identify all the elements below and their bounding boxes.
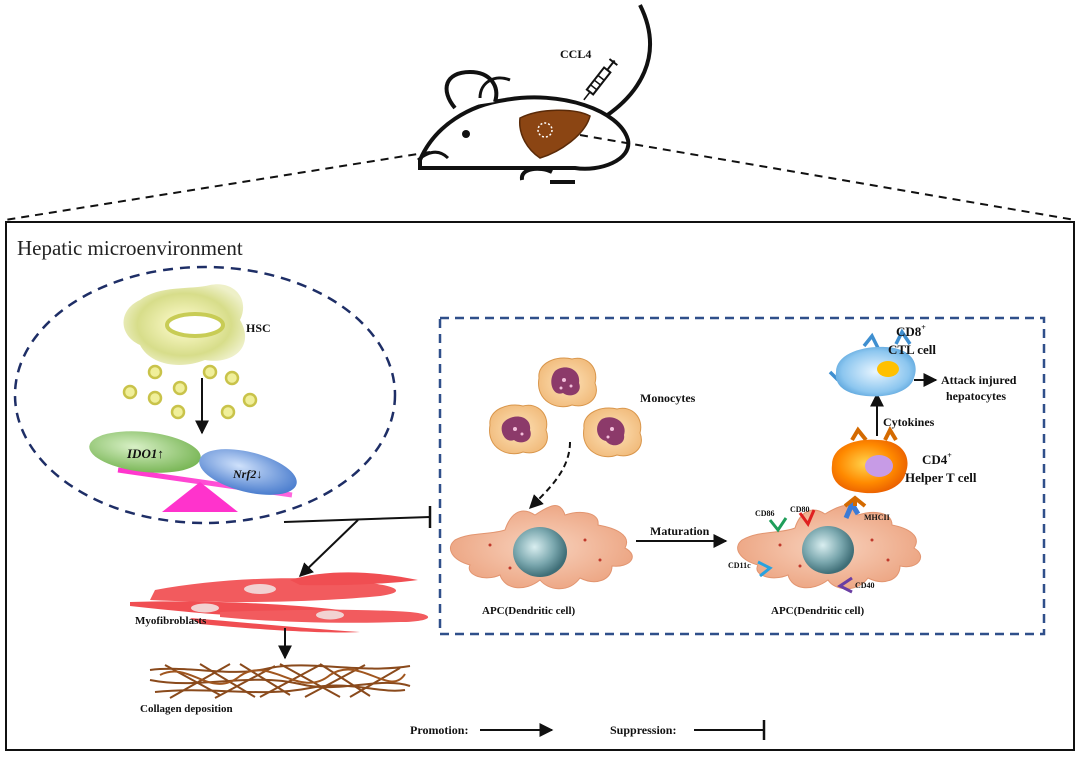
hsc-cell [123, 284, 246, 365]
secreted-vesicles [122, 364, 258, 420]
cd8-label: CD8+ [896, 323, 926, 339]
mhcii-label: MHCII [864, 513, 890, 522]
immune-box [438, 316, 1046, 636]
ido1-nrf2-balance [89, 431, 297, 512]
ctl-cell-label: CTL cell [888, 342, 936, 357]
surface-markers [757, 498, 861, 594]
panel-title: Hepatic microenvironment [17, 236, 243, 260]
cd80-label: CD80 [790, 505, 810, 514]
promotion-to-myofibroblasts-arrow [298, 519, 359, 577]
cd40-label: CD40 [855, 581, 875, 590]
syringe-icon [583, 58, 618, 101]
legend-promotion-label: Promotion: [410, 723, 468, 737]
collagen-fibers [149, 663, 411, 699]
maturation-label: Maturation [650, 524, 710, 538]
ccl4-label: CCL4 [560, 47, 591, 61]
apc-right-cell [737, 505, 921, 590]
nrf2-label: Nrf2↓ [232, 467, 262, 481]
mouse-illustration: CCL4 [417, 4, 652, 184]
attack-label-line1: Attack injured [941, 373, 1017, 387]
ido1-label: IDO1↑ [126, 446, 164, 461]
cd8-ctl-cell [828, 328, 916, 397]
apc-left-label: APC(Dendritic cell) [482, 605, 575, 617]
hsc-circle [13, 265, 397, 525]
cd4-t-cell [831, 425, 908, 508]
attack-label-line2: hepatocytes [946, 389, 1006, 403]
cd86-label: CD86 [755, 509, 775, 518]
monocytes-group [489, 357, 642, 458]
apc-left-cell [450, 505, 633, 590]
zoom-line-right [579, 134, 1076, 221]
hsc-label: HSC [246, 321, 271, 335]
liver-shape [519, 109, 591, 159]
ido1-ellipse [89, 431, 201, 473]
cd11c-label: CD11c [728, 561, 751, 570]
cytokines-label: Cytokines [883, 415, 935, 429]
monocyte-differentiation-arrow [529, 441, 571, 509]
zoom-line-left [4, 151, 431, 221]
monocytes-label: Monocytes [640, 391, 696, 405]
myofibroblasts-label: Myofibroblasts [135, 615, 207, 627]
nrf2-ellipse [199, 449, 297, 495]
cd4-label: CD4+ [922, 451, 952, 467]
collagen-label: Collagen deposition [140, 703, 233, 715]
apc-right-label: APC(Dendritic cell) [771, 605, 864, 617]
legend-suppression-label: Suppression: [610, 723, 676, 737]
suppression-line [283, 516, 431, 523]
hepatic-panel [5, 221, 1075, 751]
helper-t-cell-label: Helper T cell [905, 470, 977, 485]
myofibroblasts [130, 572, 429, 633]
